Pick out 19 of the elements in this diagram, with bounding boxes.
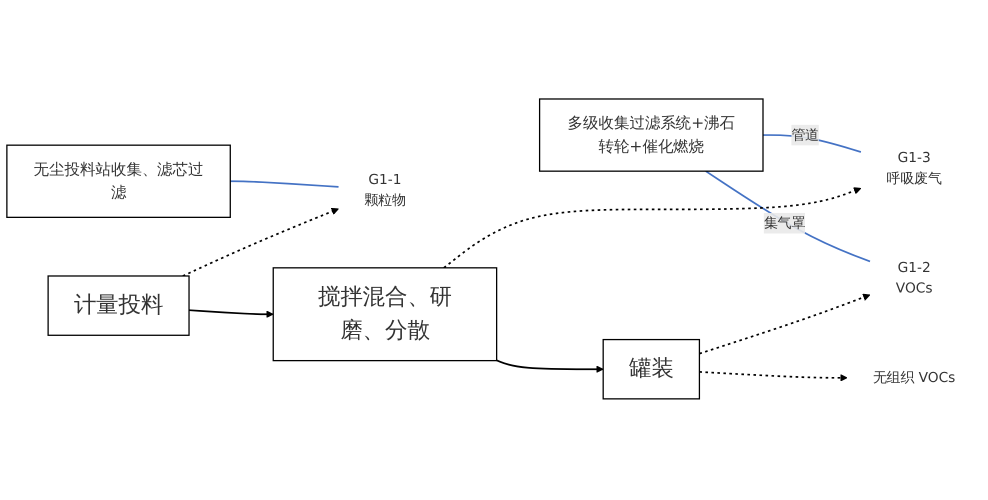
connector [230,180,339,188]
edge-label: 集气罩 [764,214,806,231]
node-text: 无组织 VOCs [872,369,956,386]
arrow [182,208,339,277]
node-box: 计量投料 [47,275,190,336]
arrow [699,371,848,382]
connector [705,170,870,262]
node-box: 搅拌混合、研磨、分散 [272,267,498,362]
arrow [443,187,862,268]
arrow [496,360,604,373]
arrow [699,294,870,354]
node-text: G1-1 颗粒物 [364,170,406,208]
node-box: 罐装 [602,338,700,400]
arrow [188,309,274,318]
node-text: G1-2 VOCs [896,259,933,296]
node-box: 无尘投料站收集、滤芯过滤 [6,144,231,218]
node-text: G1-3 呼吸废气 [886,149,942,186]
edge-label: 管道 [791,126,819,143]
node-box: 多级收集过滤系统+沸石转轮+催化燃烧 [538,98,764,172]
